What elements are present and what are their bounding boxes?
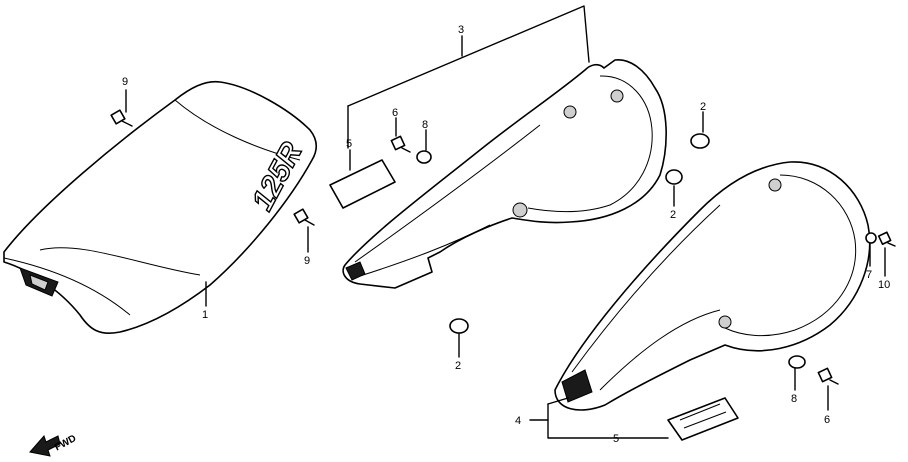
callout-9-mid: 9 (304, 255, 310, 267)
grommet-1 (690, 133, 710, 149)
callout-6-top: 6 (392, 107, 398, 119)
washer-8-bottom (788, 355, 806, 369)
callout-8-bottom: 8 (791, 393, 797, 405)
callout-3: 3 (458, 24, 464, 36)
seat: 125R (3, 80, 318, 334)
callout-4: 4 (515, 415, 521, 427)
emblem-right (667, 397, 739, 441)
callout-10: 10 (878, 279, 890, 291)
callout-9-top: 9 (122, 76, 128, 88)
emblem-left (329, 159, 396, 209)
callout-5-left: 5 (346, 138, 352, 150)
bolt-9-mid (293, 208, 315, 226)
callout-5-right: 5 (613, 433, 619, 445)
fwd-arrow-icon (29, 435, 61, 457)
callout-2-grommet-bottom: 2 (455, 360, 461, 372)
left-side-cover (342, 59, 667, 289)
leader-lines (125, 5, 886, 439)
callout-1: 1 (202, 309, 208, 321)
callout-7: 7 (866, 269, 872, 281)
fwd-indicator: FWD (29, 433, 78, 457)
bolt-6-bottom (817, 367, 839, 385)
grommet-3 (449, 318, 469, 334)
washer-7 (865, 232, 877, 244)
bolt-6-top (390, 135, 411, 153)
washer-8-top (416, 150, 432, 164)
callout-2-grommet-top: 2 (700, 101, 706, 113)
bolt-9-top (110, 109, 133, 127)
callout-2-grommet-mid: 2 (670, 209, 676, 221)
grommet-2 (665, 169, 683, 185)
bolt-10 (877, 231, 896, 247)
callout-6-bottom: 6 (824, 414, 830, 426)
callout-8-top: 8 (422, 119, 428, 131)
right-side-cover (554, 161, 871, 411)
